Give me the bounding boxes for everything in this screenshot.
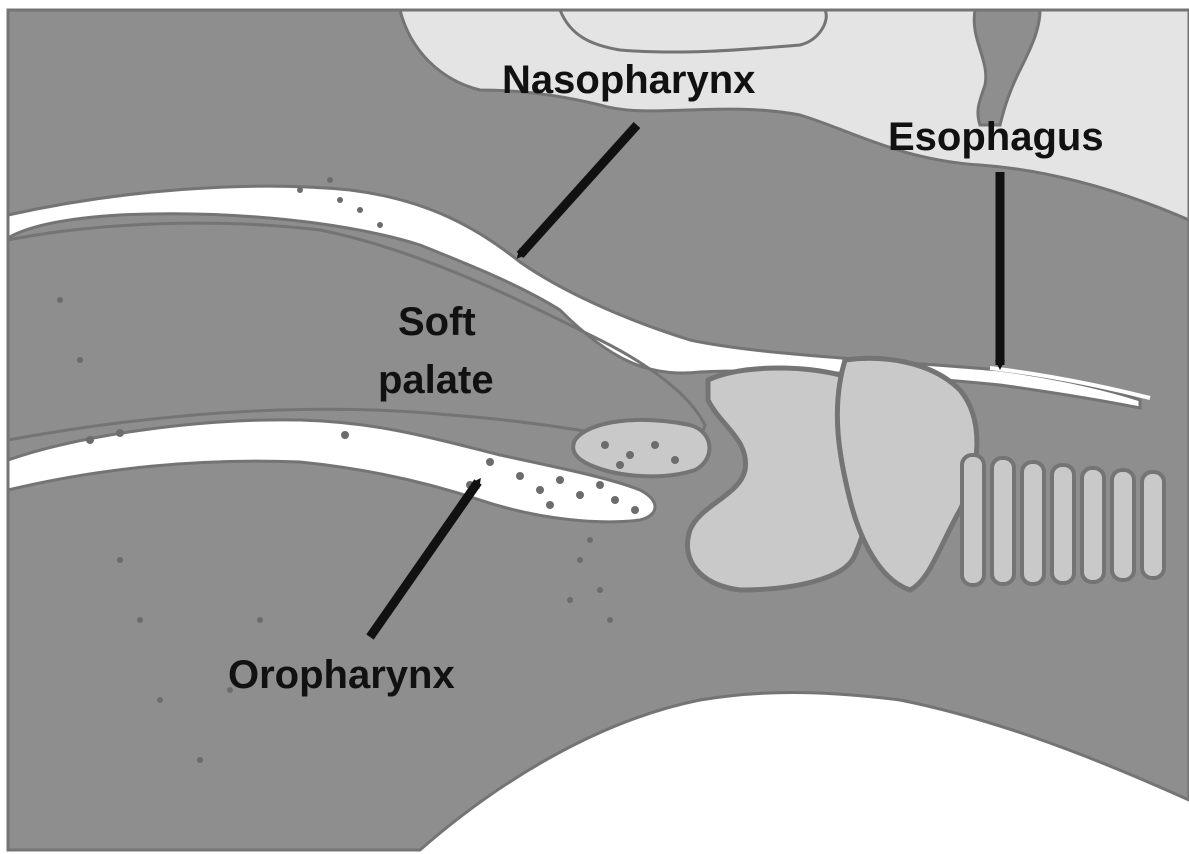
oropharynx-label: Oropharynx (228, 653, 455, 697)
epiglottis (573, 420, 709, 476)
soft-palate-label-line2: palate (378, 358, 494, 402)
esophagus-label: Esophagus (888, 115, 1104, 159)
soft-palate-label-line1: Soft (398, 300, 476, 344)
tracheal-rings (962, 455, 1164, 585)
nasopharynx-label: Nasopharynx (502, 58, 755, 102)
